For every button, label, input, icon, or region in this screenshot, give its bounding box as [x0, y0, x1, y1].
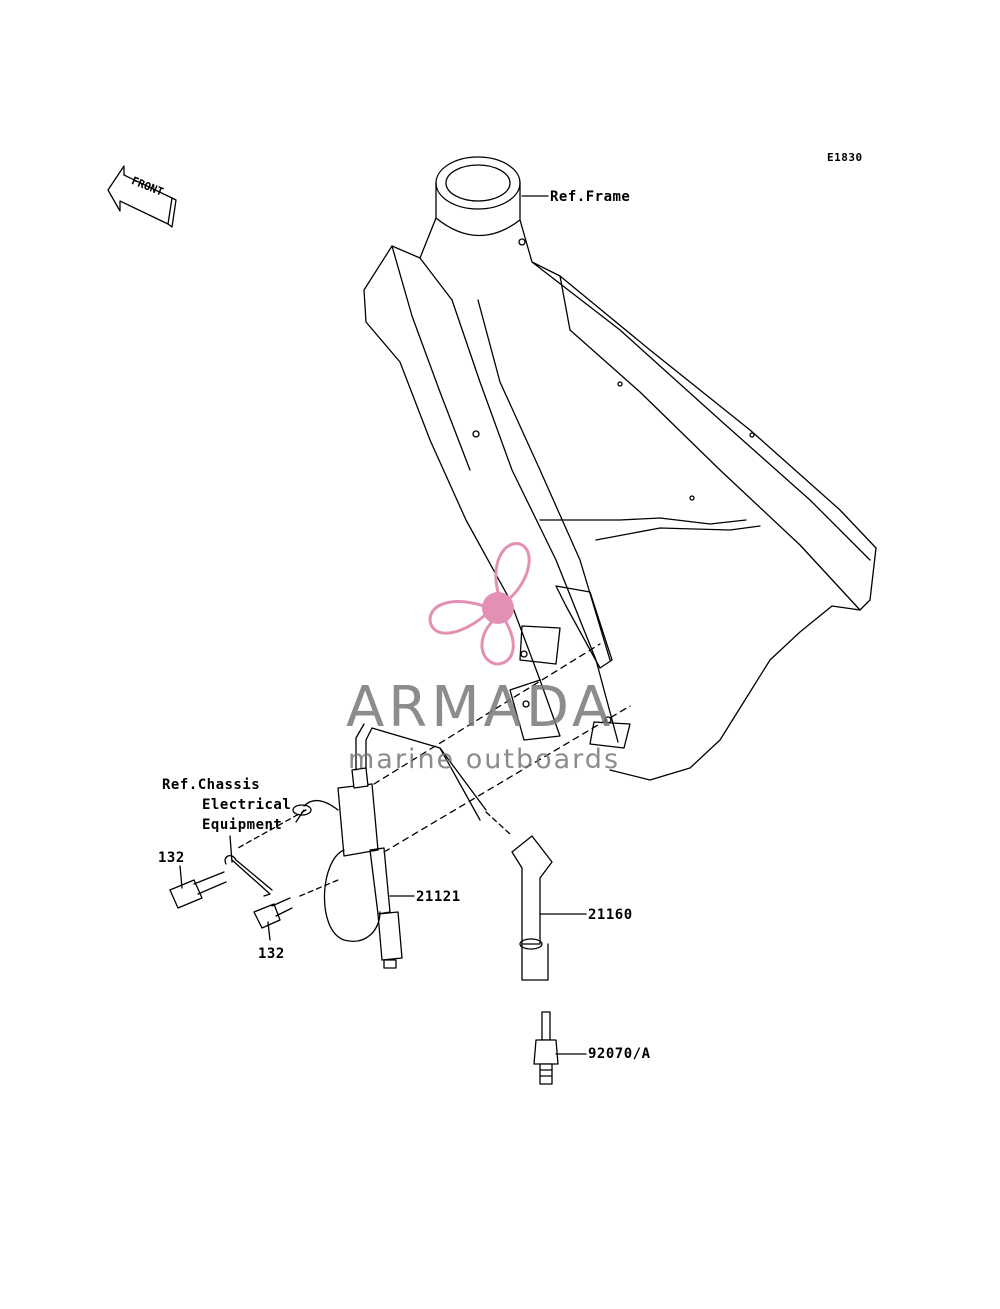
plug-cap-part-number: 21160 [588, 907, 633, 923]
bolt-upper-part-number: 132 [158, 850, 185, 866]
ref-frame-label: Ref.Frame [550, 189, 631, 205]
ref-chassis-label-line1: Ref.Chassis [162, 777, 261, 793]
ref-chassis-label-line3: Equipment [202, 817, 283, 833]
spark-plug-drawing [533, 1011, 559, 1085]
watermark-logo-icon [428, 542, 531, 666]
ignition-coil-part-number: 21121 [416, 889, 461, 905]
spark-plug-part-number: 92070/A [588, 1046, 651, 1062]
ref-chassis-label-line2: Electrical [202, 797, 292, 813]
watermark-brand: ARMADA [346, 675, 615, 740]
ignition-coil-drawing [169, 643, 631, 969]
plug-cap-drawing [511, 835, 553, 981]
diagram-code: E1830 [827, 151, 863, 164]
front-arrow-icon: FRONT [107, 165, 177, 228]
watermark-tagline: marine outboards [348, 744, 621, 775]
leader-lines [179, 195, 587, 1055]
bolt-lower-part-number: 132 [258, 946, 285, 962]
frame-drawing [363, 156, 877, 781]
